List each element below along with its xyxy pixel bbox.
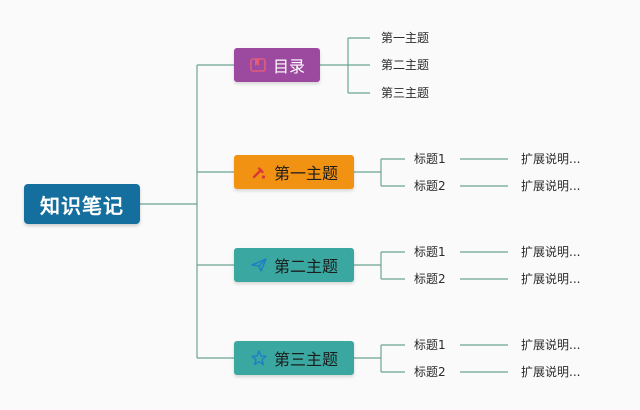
topic-2-label: 第二主题 (273, 257, 338, 276)
topic-1-node[interactable]: 第一主题 (234, 155, 354, 189)
toc-label: 目录 (272, 57, 305, 76)
root-label: 知识笔记 (40, 193, 124, 218)
topic-3-title-2[interactable]: 标题2 (414, 365, 446, 379)
toc-item-3[interactable]: 第三主题 (381, 86, 430, 100)
root-node[interactable]: 知识笔记 (24, 184, 140, 224)
topic-3-label: 第三主题 (273, 350, 338, 369)
topic-1-desc-1[interactable]: 扩展说明... (521, 152, 581, 166)
toc-node[interactable]: 目录 (234, 48, 320, 82)
topic-2-title-2[interactable]: 标题2 (414, 272, 446, 286)
topic-2-desc-2[interactable]: 扩展说明... (521, 272, 581, 286)
topic-3-node[interactable]: 第三主题 (234, 341, 354, 375)
star-icon (250, 349, 268, 367)
topic-2-desc-1[interactable]: 扩展说明... (521, 245, 581, 259)
toc-item-1[interactable]: 第一主题 (381, 31, 430, 45)
topic-1-label: 第一主题 (273, 164, 338, 183)
topic-1-title-1[interactable]: 标题1 (414, 152, 446, 166)
hammer-icon (250, 163, 268, 181)
topic-3-desc-2[interactable]: 扩展说明... (521, 365, 581, 379)
topic-2-title-1[interactable]: 标题1 (414, 245, 446, 259)
topic-1-desc-2[interactable]: 扩展说明... (521, 179, 581, 193)
send-icon (250, 256, 268, 274)
topic-2-node[interactable]: 第二主题 (234, 248, 354, 282)
toc-item-2[interactable]: 第二主题 (381, 58, 430, 72)
topic-3-desc-1[interactable]: 扩展说明... (521, 338, 581, 352)
topic-1-title-2[interactable]: 标题2 (414, 179, 446, 193)
bookmark-icon (249, 56, 267, 74)
topic-3-title-1[interactable]: 标题1 (414, 338, 446, 352)
